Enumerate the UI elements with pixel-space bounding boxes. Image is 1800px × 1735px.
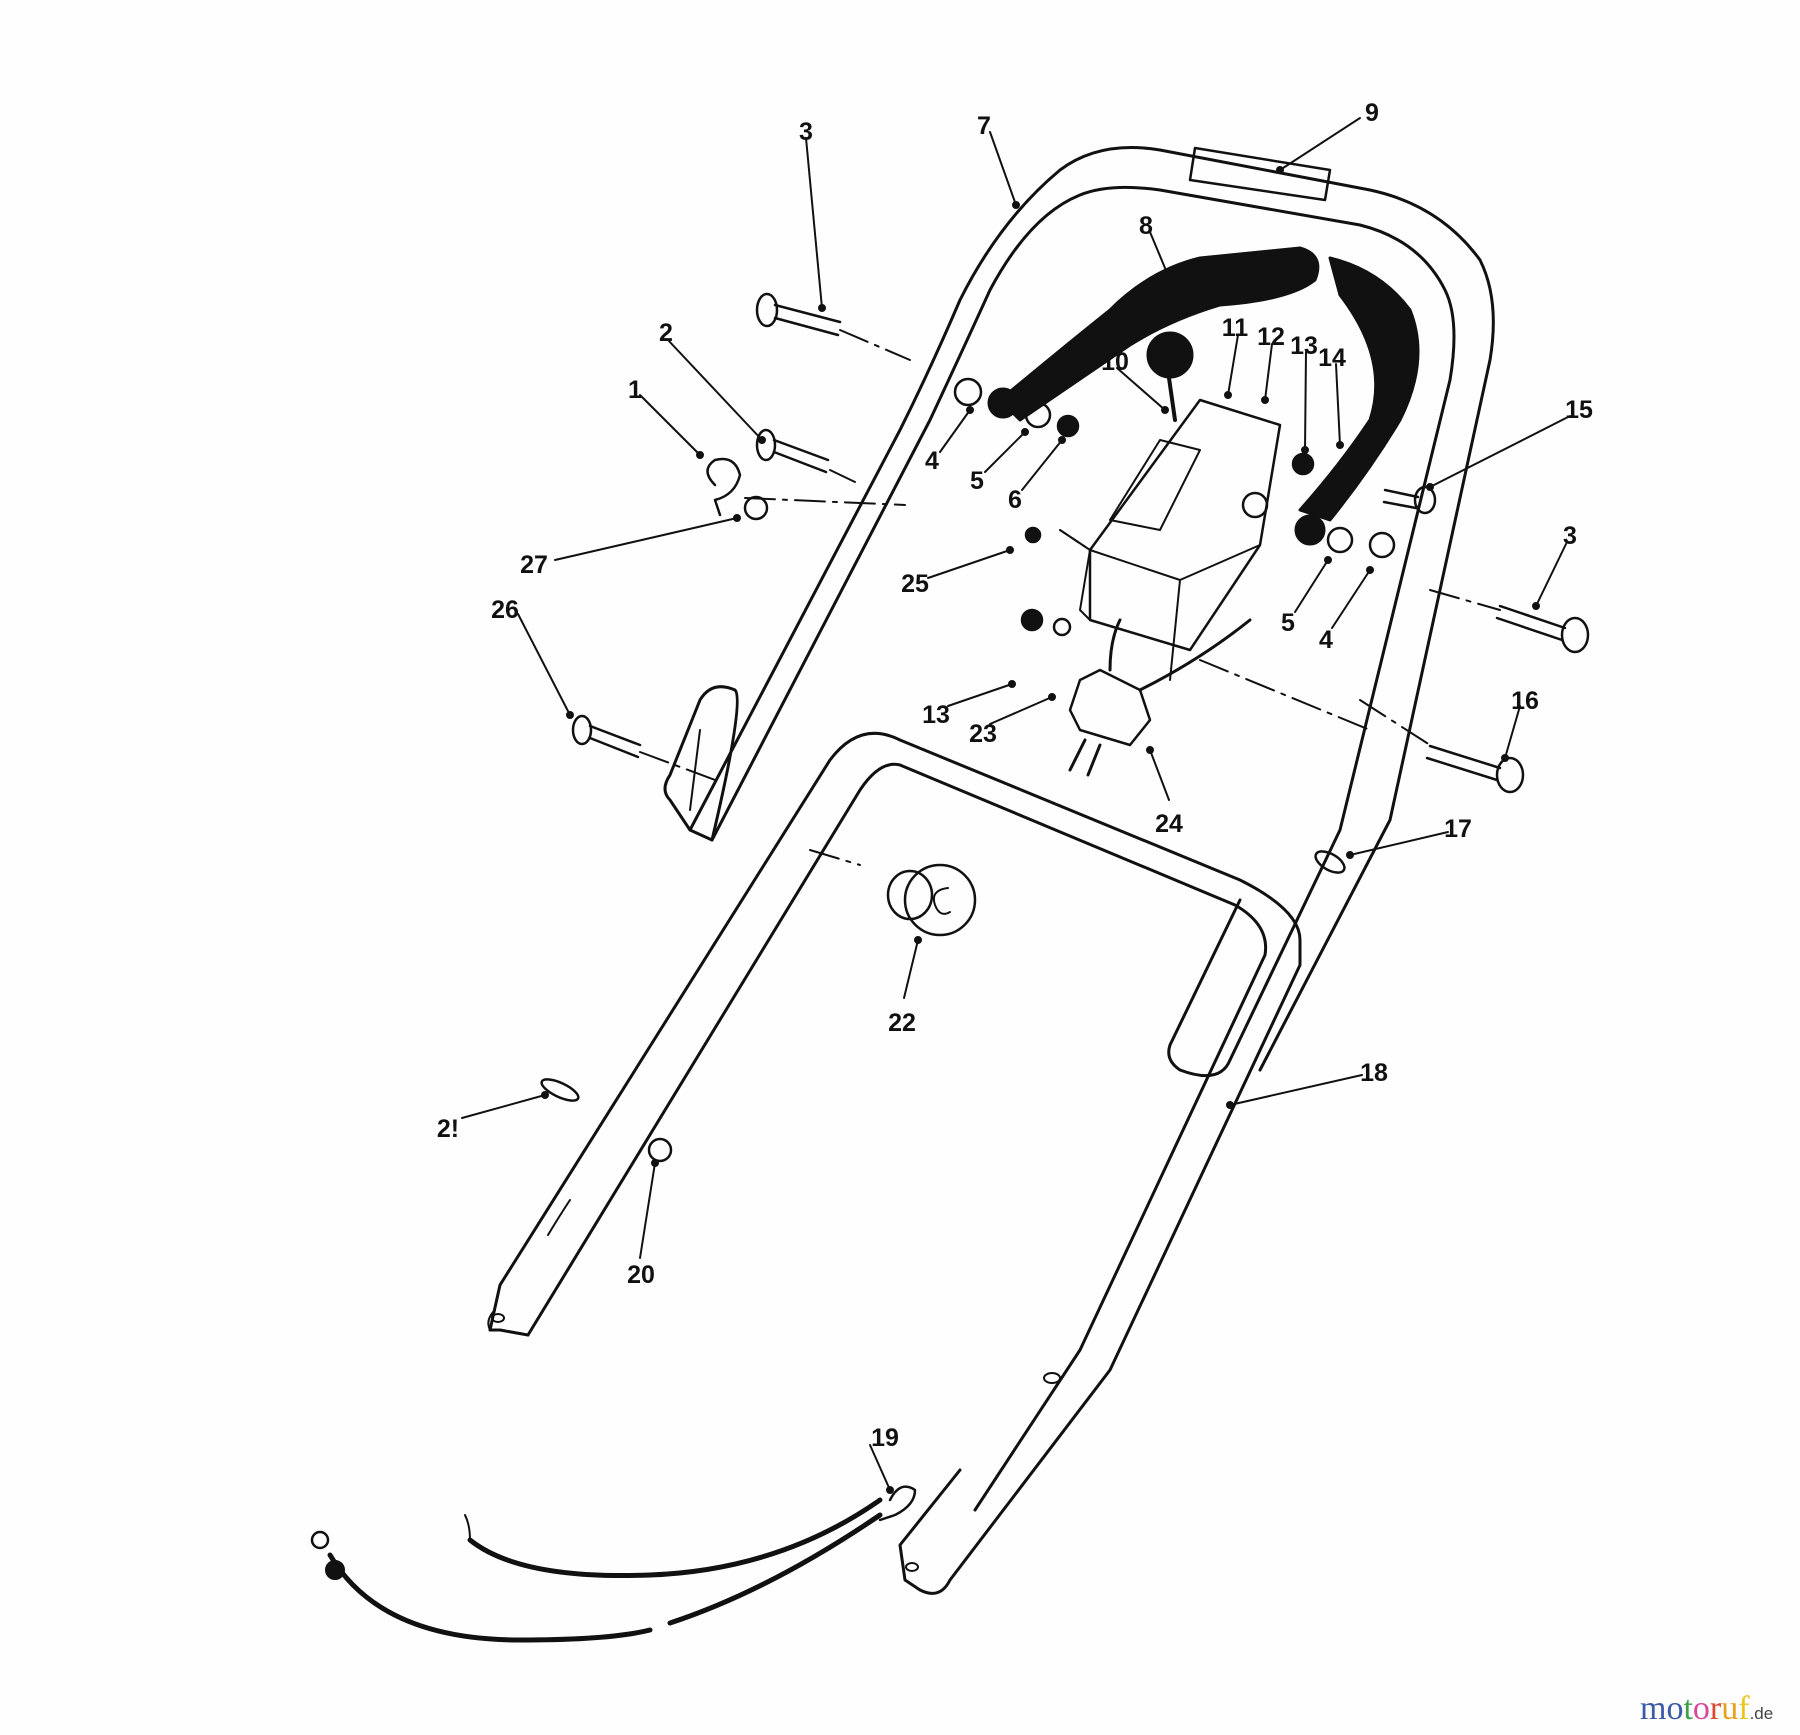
callout-9: 9 [1365,99,1379,127]
callout-19: 19 [871,1424,899,1452]
callout-27: 27 [520,551,548,579]
cables [310,1497,883,1643]
callout-4: 4 [1319,626,1333,654]
callout-3: 3 [1563,522,1577,550]
callout-4: 4 [925,447,939,475]
callout-15: 15 [1565,396,1593,424]
bolts [571,292,1590,794]
callout-5: 5 [1281,609,1295,637]
callout-13: 13 [922,701,950,729]
callout-21: 2! [437,1115,459,1143]
callout-25: 25 [901,570,929,598]
callout-7: 7 [977,112,991,140]
callout-17: 17 [1444,815,1472,843]
leader-lines [461,117,1571,1494]
callout-22: 22 [888,1009,916,1037]
callout-2: 2 [659,319,673,347]
callout-5: 5 [970,467,984,495]
callout-20: 20 [627,1261,655,1289]
callout-6: 6 [1008,486,1022,514]
callout-1: 1 [628,376,642,404]
connector-24 [1068,618,1252,777]
watermark-letter: o [1666,1690,1684,1727]
watermark-letter: m [1640,1690,1667,1727]
watermark-letter: r [1709,1690,1722,1727]
small-parts [540,377,1396,1522]
callout-16: 16 [1511,687,1539,715]
callout-18: 18 [1360,1059,1388,1087]
control-box [1059,331,1282,681]
knob-22 [886,863,977,937]
assembly-lines [639,329,1501,866]
watermark-letter: t [1683,1690,1693,1727]
callout-13: 13 [1290,332,1318,360]
watermark-letter: f [1738,1690,1750,1727]
callout-11: 11 [1222,314,1249,342]
watermark-suffix: .de [1749,1704,1774,1723]
callout-24: 24 [1155,810,1183,838]
watermark-letter: o [1692,1690,1710,1727]
callout-12: 12 [1257,323,1285,351]
callout-10: 10 [1101,348,1129,376]
upper-handle-7 [663,146,1495,1078]
control-bar-8 [987,246,1420,546]
callout-8: 8 [1139,212,1153,240]
callout-23: 23 [969,720,997,748]
callout-3: 3 [799,118,813,146]
callout-14: 14 [1318,344,1346,372]
callout-26: 26 [491,596,519,624]
watermark-letter: u [1721,1690,1739,1727]
lower-handle-18 [487,731,1302,1595]
watermark-logo: motoruf.de [1640,1690,1773,1728]
callout-labels: 1 2 3 3 4 4 5 5 6 7 8 9 10 11 12 13 13 1… [437,99,1593,1452]
